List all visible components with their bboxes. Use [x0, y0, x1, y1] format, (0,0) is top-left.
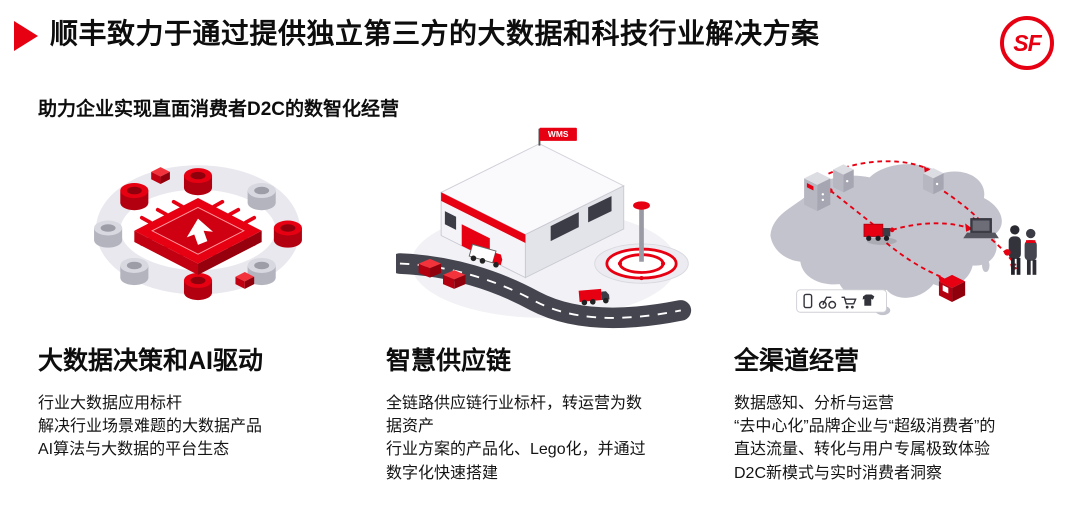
- warehouse-building: WMS: [440, 127, 625, 279]
- header: 顺丰致力于通过提供独立第三方的大数据和科技行业解决方案 SF: [0, 0, 1080, 70]
- cpu-chip-icon: [134, 198, 262, 275]
- column-text-line: AI算法与大数据的平台生态: [38, 441, 230, 459]
- column-text-line: 解决行业场景难题的大数据产品: [38, 418, 263, 436]
- column-heading: 智慧供应链: [386, 347, 512, 375]
- subtitle: 助力企业实现直面消费者D2C的数智化经营: [38, 99, 400, 120]
- laptop-icon: [963, 218, 999, 239]
- columns: 大数据决策和AI驱动 行业大数据应用标杆 解决行业场景难题的大数据产品 AI算法…: [0, 123, 1080, 485]
- column-text-line: 全链路供应链行业标杆，转运营为数据资产: [386, 395, 643, 436]
- warehouse-svg: WMS: [396, 127, 692, 329]
- gray-cylinders: [94, 183, 276, 286]
- road: [396, 253, 692, 329]
- consumer-figures: [1004, 225, 1037, 275]
- handbag-icon: [1004, 249, 1011, 256]
- column-text-line: D2C新模式与实时消费者洞察: [734, 464, 943, 482]
- china-map-svg: [770, 160, 1037, 316]
- channel-icon-bar: [796, 289, 887, 313]
- circular-sorting-pad: [594, 201, 689, 284]
- china-map-illustration: [734, 123, 1054, 333]
- delivery-truck-icon: [863, 223, 897, 245]
- sf-parcel-box-icon: [938, 274, 966, 302]
- sf-logo-text: SF: [1013, 29, 1041, 56]
- wms-flag: WMS: [538, 127, 577, 146]
- column-heading: 大数据决策和AI驱动: [38, 347, 264, 375]
- phone-icon: [803, 293, 813, 309]
- column-text-line: 行业方案的产品化、Lego化，并通过数字化快速搭建: [386, 441, 646, 482]
- red-cylinders: [120, 168, 302, 301]
- factory-buildings: [804, 164, 944, 212]
- scooter-icon: [818, 296, 837, 309]
- red-triangle-bullet: [14, 21, 38, 51]
- ai-chip-illustration: [38, 123, 358, 333]
- column-smart-supply-chain: WMS: [386, 123, 706, 485]
- warehouse-illustration: WMS: [386, 123, 706, 333]
- column-text-line: 数据感知、分析与运营: [734, 395, 895, 412]
- wms-flag-label: WMS: [548, 129, 569, 139]
- column-text-line: 行业大数据应用标杆: [38, 395, 183, 412]
- ai-chip-svg: [94, 165, 302, 301]
- page-title: 顺丰致力于通过提供独立第三方的大数据和科技行业解决方案: [50, 18, 820, 49]
- column-big-data-ai: 大数据决策和AI驱动 行业大数据应用标杆 解决行业场景难题的大数据产品 AI算法…: [38, 123, 358, 485]
- red-cube-icon: [151, 167, 255, 289]
- cart-icon: [841, 296, 857, 309]
- cursor-arrow-icon: [186, 218, 213, 245]
- column-omni-channel: 全渠道经营 数据感知、分析与运营 “去中心化”品牌企业与“超级消费者”的直达流量…: [734, 123, 1054, 485]
- column-heading: 全渠道经营: [734, 347, 860, 375]
- column-text-line: “去中心化”品牌企业与“超级消费者”的直达流量、转化与用户专属极致体验: [734, 418, 996, 459]
- tshirt-icon: [862, 294, 875, 306]
- truck-icon: [468, 243, 503, 268]
- sf-express-logo: SF: [1000, 16, 1054, 70]
- truck-icon: [578, 288, 610, 306]
